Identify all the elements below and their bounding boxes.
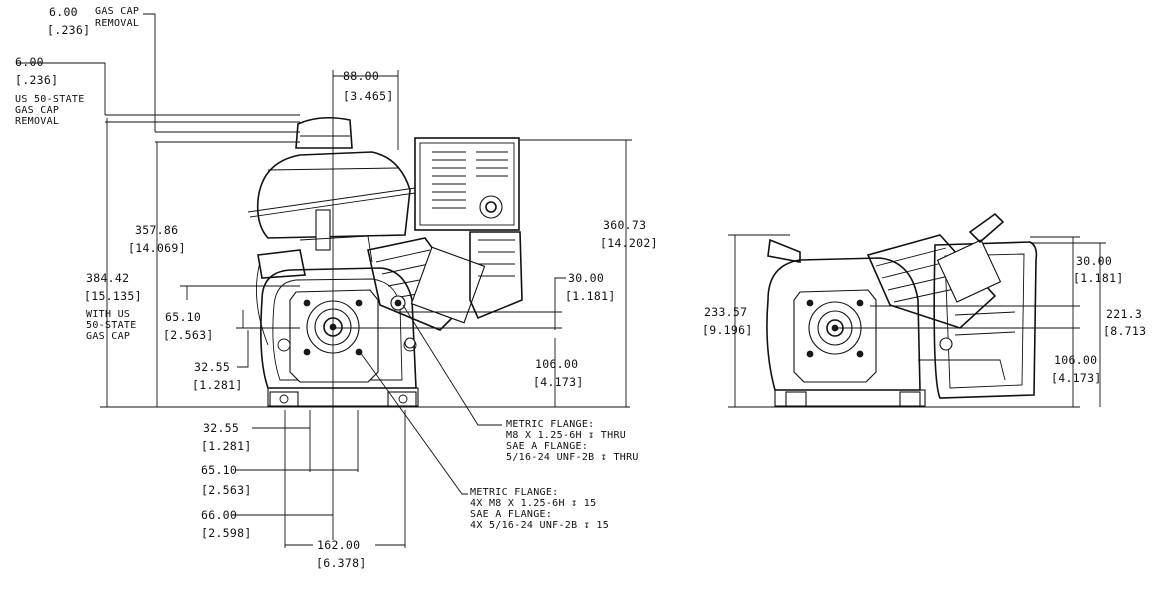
base-h1-inch: [1.281] bbox=[201, 439, 252, 453]
flange-v-half-dim: 32.55 bbox=[194, 360, 231, 374]
gas-cap-removal-inch: [.236] bbox=[47, 23, 91, 37]
pattern-note-4: 4X 5/16-24 UNF-2B ↧ 15 bbox=[470, 520, 610, 531]
pattern-note-2: 4X M8 X 1.25-6H ↧ 15 bbox=[470, 498, 597, 509]
shaft-offset-inch: [1.181] bbox=[565, 289, 616, 303]
gas-cap-removal-label-2: REMOVAL bbox=[95, 18, 140, 29]
side-height-inch: [9.196] bbox=[702, 323, 753, 337]
shaft-height-inch: [4.173] bbox=[533, 375, 584, 389]
us-cap-removal-inch: [.236] bbox=[15, 73, 59, 87]
us-cap-removal-text-1: US 50-STATE bbox=[15, 94, 85, 105]
flange-v-inch: [2.563] bbox=[163, 328, 214, 342]
pattern-note-3: SAE A FLANGE: bbox=[470, 509, 553, 520]
side-height-right-dim: 221.3 bbox=[1106, 307, 1143, 321]
shaft-height-dim: 106.00 bbox=[535, 357, 579, 371]
height-cap-inch: [14.069] bbox=[128, 241, 186, 255]
side-shaft-height-inch: [4.173] bbox=[1051, 371, 1102, 385]
side-offset-inch: [1.181] bbox=[1073, 271, 1124, 285]
top-offset-dim: 88.00 bbox=[343, 69, 380, 83]
overall-height-dim: 384.42 bbox=[86, 271, 130, 285]
base-h3-inch: [2.598] bbox=[201, 526, 252, 540]
front-view-dimension-lines bbox=[16, 13, 632, 548]
pattern-note-1: METRIC FLANGE: bbox=[470, 487, 559, 498]
shaft-offset-dim: 30.00 bbox=[568, 271, 605, 285]
front-view-engine bbox=[247, 116, 523, 407]
base-h3-dim: 66.00 bbox=[201, 508, 238, 522]
thru-note-1: METRIC FLANGE: bbox=[506, 419, 595, 430]
base-h2-inch: [2.563] bbox=[201, 483, 252, 497]
overall-height-inch: [15.135] bbox=[84, 289, 142, 303]
height-cap-dim: 357.86 bbox=[135, 223, 179, 237]
side-height-dim: 233.57 bbox=[704, 305, 748, 319]
side-offset-dim: 30.00 bbox=[1076, 254, 1113, 268]
side-height-right-inch: [8.713 bbox=[1103, 324, 1147, 338]
thru-note-3: SAE A FLANGE: bbox=[506, 441, 589, 452]
thru-note-4: 5/16-24 UNF-2B ↧ THRU bbox=[506, 452, 639, 463]
thru-note-2: M8 X 1.25-6H ↧ THRU bbox=[506, 430, 627, 441]
us-cap-removal-text-2: GAS CAP bbox=[15, 105, 60, 116]
flange-v-half-inch: [1.281] bbox=[192, 378, 243, 392]
side-shaft-height-dim: 106.00 bbox=[1054, 353, 1098, 367]
us-cap-removal-dim: 6.00 bbox=[15, 55, 44, 69]
top-offset-inch: [3.465] bbox=[343, 89, 394, 103]
base-width-dim: 162.00 bbox=[317, 538, 361, 552]
base-width-inch: [6.378] bbox=[316, 556, 367, 570]
height-right-inch: [14.202] bbox=[600, 236, 658, 250]
side-view-dimension-lines bbox=[728, 234, 1106, 408]
base-h2-dim: 65.10 bbox=[201, 463, 238, 477]
gas-cap-removal-dim: 6.00 bbox=[49, 5, 78, 19]
us-cap-removal-text-3: REMOVAL bbox=[15, 116, 60, 127]
side-view-engine bbox=[766, 212, 1038, 407]
overall-height-text-3: GAS CAP bbox=[86, 331, 131, 342]
height-right-dim: 360.73 bbox=[603, 218, 647, 232]
gas-cap-removal-label-1: GAS CAP bbox=[95, 6, 140, 17]
overall-height-text-1: WITH US bbox=[86, 309, 131, 320]
overall-height-text-2: 50-STATE bbox=[86, 320, 137, 331]
base-h1-dim: 32.55 bbox=[203, 421, 240, 435]
flange-v-dim: 65.10 bbox=[165, 310, 202, 324]
